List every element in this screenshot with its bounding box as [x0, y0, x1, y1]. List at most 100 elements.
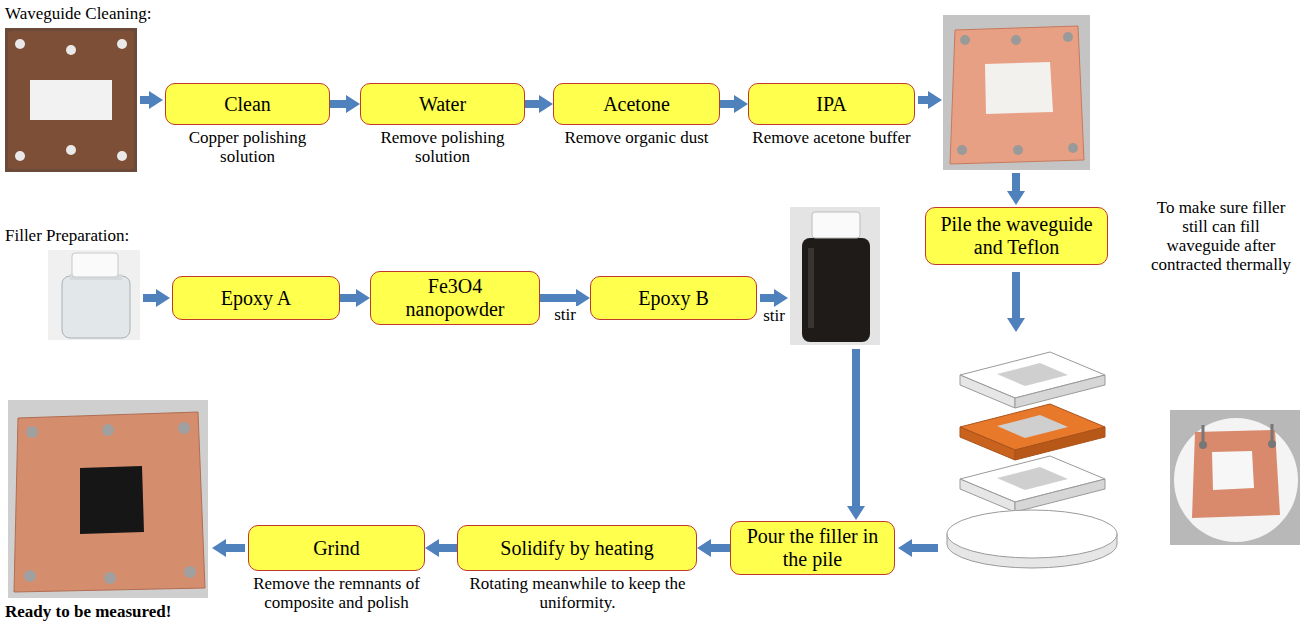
- arrow-note: stir: [757, 306, 791, 325]
- flow-arrow: [760, 294, 774, 302]
- pile-exploded-view: [960, 375, 1015, 408]
- pile-exploded-view: [997, 363, 1068, 386]
- step-text: Water: [419, 93, 466, 116]
- pile-photo: [1212, 451, 1254, 490]
- clean-waveguide-photo: [1068, 143, 1078, 153]
- finished-waveguide-photo: [104, 572, 116, 584]
- raw-waveguide-photo: [15, 151, 25, 161]
- finished-waveguide-photo: [26, 426, 38, 438]
- flow-arrow: [140, 96, 149, 104]
- step-text: Epoxy A: [221, 287, 292, 310]
- pile-exploded-view: [947, 510, 1117, 558]
- clean-waveguide-photo: [1013, 145, 1023, 155]
- step-text: Pour the filler in the pile: [737, 525, 888, 571]
- finished-waveguide-photo: [24, 570, 36, 582]
- filler-bottle-photo: [808, 248, 814, 328]
- flow-arrow: [226, 544, 245, 552]
- section-heading: Waveguide Cleaning:: [5, 4, 265, 23]
- step-text: Pile the waveguide and Teflon: [932, 213, 1101, 259]
- pile-exploded-view: [947, 352, 1117, 568]
- flow-arrow: [525, 100, 539, 108]
- step-caption: Rotating meanwhile to keep the uniformit…: [445, 574, 710, 612]
- clean-waveguide-photo: [950, 26, 1084, 164]
- clean-waveguide-photo: [943, 15, 1090, 170]
- flow-arrow: [918, 96, 928, 104]
- raw-waveguide-photo: [5, 28, 137, 172]
- pile-exploded-view: [997, 415, 1068, 438]
- raw-waveguide-photo: [66, 145, 76, 155]
- finished-waveguide-photo: [8, 400, 208, 598]
- process-box: Clean: [165, 83, 330, 125]
- pile-exploded-view: [960, 427, 1015, 460]
- process-box: Solidify by heating: [457, 525, 697, 571]
- step-text: Grind: [313, 537, 360, 560]
- raw-waveguide-photo: [8, 31, 134, 169]
- empty-bottle-photo: [48, 250, 140, 340]
- filler-bottle-photo: [790, 207, 880, 345]
- finished-waveguide-photo: [14, 412, 205, 592]
- pile-photo: [1199, 441, 1207, 449]
- process-box: Pour the filler in the pile: [730, 521, 895, 575]
- clean-waveguide-photo: [985, 62, 1053, 114]
- process-box: IPA: [748, 83, 915, 125]
- flow-arrow: [912, 544, 938, 552]
- filler-bottle-photo: [790, 207, 880, 345]
- flow-arrow: [330, 100, 346, 108]
- flow-arrow: [140, 100, 1016, 548]
- flow-arrow: [1012, 173, 1020, 191]
- pile-exploded-view: [997, 467, 1068, 490]
- flow-arrow: [711, 544, 730, 552]
- flow-arrow: [720, 100, 734, 108]
- pile-photo: [1192, 430, 1280, 518]
- flow-arrow: [340, 294, 356, 302]
- process-box: Grind: [248, 525, 425, 571]
- finished-waveguide-photo: [178, 422, 190, 434]
- pile-exploded-view: [960, 479, 1015, 512]
- process-box: Epoxy B: [590, 276, 757, 320]
- flow-arrow: [143, 294, 156, 302]
- finished-waveguide-photo: [102, 424, 114, 436]
- pile-photo: [1170, 410, 1300, 545]
- arrow-note: stir: [553, 306, 577, 325]
- flow-arrow: [439, 544, 457, 552]
- raw-waveguide-photo: [117, 39, 127, 49]
- clean-waveguide-photo: [957, 145, 967, 155]
- raw-waveguide-photo: [117, 151, 127, 161]
- empty-bottle-photo: [62, 276, 130, 338]
- process-box: Pile the waveguide and Teflon: [925, 207, 1108, 265]
- raw-waveguide-photo: [15, 39, 25, 49]
- status-note: Ready to be measured!: [5, 602, 205, 621]
- raw-waveguide-photo: [5, 28, 137, 172]
- process-box: Fe3O4 nanopowder: [370, 271, 540, 325]
- finished-waveguide-photo: [80, 466, 144, 534]
- pile-photo: [1174, 418, 1298, 542]
- step-caption: Remove the remnants of composite and pol…: [236, 574, 437, 612]
- clean-waveguide-photo: [1011, 35, 1021, 45]
- pile-photo: [1170, 410, 1300, 545]
- step-text: IPA: [816, 93, 846, 116]
- step-caption: Copper polishing solution: [165, 128, 330, 166]
- flow-arrow: [852, 349, 860, 506]
- filler-bottle-photo: [802, 238, 870, 342]
- clean-waveguide-photo: [943, 15, 1090, 170]
- finished-waveguide-photo: [8, 400, 208, 598]
- step-text: Clean: [224, 93, 271, 116]
- step-text: Epoxy B: [638, 287, 709, 310]
- empty-bottle-photo: [48, 250, 140, 340]
- step-caption: Remove polishing solution: [360, 128, 525, 166]
- clean-waveguide-photo: [1063, 32, 1073, 42]
- step-text: Acetone: [603, 93, 670, 116]
- clean-waveguide-photo: [960, 35, 970, 45]
- raw-waveguide-photo: [30, 80, 112, 120]
- filler-bottle-photo: [812, 212, 860, 238]
- raw-waveguide-photo: [66, 45, 76, 55]
- flow-arrow: [540, 294, 576, 302]
- step-caption: To make sure filler still can fill waveg…: [1145, 198, 1297, 274]
- step-text: Fe3O4 nanopowder: [377, 275, 533, 321]
- empty-bottle-photo: [72, 253, 118, 277]
- process-box: Acetone: [553, 83, 720, 125]
- process-box: Water: [360, 83, 525, 125]
- step-text: Solidify by heating: [500, 537, 653, 560]
- step-caption: Remove acetone buffer: [748, 128, 915, 147]
